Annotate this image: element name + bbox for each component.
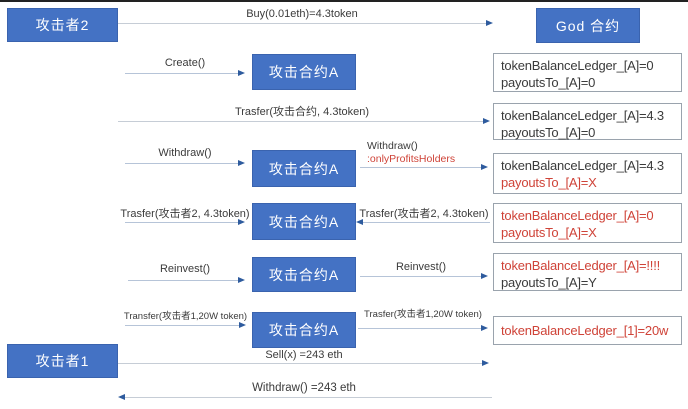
withdraw-left-arrow-label: Withdraw() <box>158 147 212 159</box>
actor-attack-contract-row4: 攻击合约A <box>252 150 356 187</box>
withdraw-left-arrowhead-icon <box>238 160 245 166</box>
transfer-attacker1-right-arrow-label: Trasfer(攻击者1,20W token) <box>364 309 482 320</box>
actor-attack-contract-row5: 攻击合约A <box>252 203 356 240</box>
ledger-box-6: tokenBalanceLedger_[1]=20w <box>493 316 682 345</box>
create-arrow-line <box>125 73 238 74</box>
actor-attack-contract-row6: 攻击合约A <box>252 257 356 292</box>
transfer-attacker1-left-arrow-label: Transfer(攻击者1,20W token) <box>123 311 248 322</box>
transfer-attacker1-right-arrowhead-icon <box>481 325 488 331</box>
ledger-line: tokenBalanceLedger_[A]=0 <box>501 208 654 223</box>
reinvest-left-arrow-label: Reinvest() <box>159 263 211 275</box>
attack-contract-label: 攻击合约A <box>268 266 340 283</box>
withdraw-eth-arrow-line <box>125 397 492 398</box>
ledger-line: payoutsTo_[A]=0 <box>501 125 596 140</box>
attack-contract-label: 攻击合约A <box>268 322 340 338</box>
only-profits-holders-guard: :onlyProfitsHolders <box>367 153 456 165</box>
ledger-line: tokenBalanceLedger_[1]=20w <box>501 323 669 338</box>
transfer-attacker2-left-arrow-line <box>125 222 238 223</box>
ledger-line: tokenBalanceLedger_[A]=4.3 <box>501 108 664 123</box>
ledger-line: tokenBalanceLedger_[A]=4.3 <box>501 158 664 173</box>
withdraw-eth-arrow-label: Withdraw() =243 eth <box>252 382 356 394</box>
reinvest-left-arrow-line <box>128 280 238 281</box>
transfer-attacker1-left-arrow-line <box>125 325 239 326</box>
transfer-contract-arrow-line <box>118 121 483 122</box>
ledger-line: tokenBalanceLedger_[A]=!!!! <box>501 258 661 273</box>
actor-god-contract-label: God 合约 <box>555 17 621 34</box>
transfer-attacker2-right-arrow-label: Trasfer(攻击者2, 4.3token) <box>359 208 489 220</box>
actor-attack-contract-row2: 攻击合约A <box>252 54 356 90</box>
transfer-contract-arrow-label: Trasfer(攻击合约, 4.3token) <box>234 106 370 118</box>
transfer-attacker2-right-arrow-line <box>363 222 490 223</box>
create-arrow-label: Create() <box>164 57 206 69</box>
ledger-line: payoutsTo_[A]=Y <box>501 275 597 290</box>
top-border-line <box>0 0 688 2</box>
transfer-attacker1-right-arrow-line <box>358 328 481 329</box>
transfer-attacker2-right-arrowhead-icon <box>356 219 363 225</box>
withdraw-right-arrow-label: Withdraw() :onlyProfitsHolders <box>367 140 455 166</box>
ledger-line: tokenBalanceLedger_[A]=0 <box>501 58 654 73</box>
sell-arrowhead-icon <box>482 360 489 366</box>
ledger-line: payoutsTo_[A]=0 <box>501 75 596 90</box>
actor-attack-contract-row7: 攻击合约A <box>252 312 356 348</box>
transfer-attacker1-left-arrowhead-icon <box>239 322 246 328</box>
create-arrowhead-icon <box>238 70 245 76</box>
withdraw-left-arrow-line <box>125 163 238 164</box>
buy-arrow-label: Buy(0.01eth)=4.3token <box>246 8 358 20</box>
ledger-box-1: tokenBalanceLedger_[A]=0 payoutsTo_[A]=0 <box>493 53 682 92</box>
actor-attacker1-label: 攻击者1 <box>35 353 90 369</box>
reinvest-right-arrow-line <box>360 276 481 277</box>
ledger-box-2: tokenBalanceLedger_[A]=4.3 payoutsTo_[A]… <box>493 103 682 140</box>
withdraw-right-label-line1: Withdraw() <box>367 140 418 152</box>
withdraw-right-arrow-line <box>360 167 481 168</box>
reinvest-left-arrowhead-icon <box>238 277 245 283</box>
actor-attacker2: 攻击者2 <box>7 8 118 42</box>
reinvest-right-arrowhead-icon <box>481 273 488 279</box>
actor-attacker2-label: 攻击者2 <box>35 17 90 33</box>
attack-contract-label: 攻击合约A <box>268 160 340 177</box>
ledger-line: payoutsTo_[A]=X <box>501 175 597 190</box>
transfer-contract-arrowhead-icon <box>483 118 490 124</box>
ledger-box-4: tokenBalanceLedger_[A]=0 payoutsTo_[A]=X <box>493 203 682 243</box>
attack-contract-label: 攻击合约A <box>268 64 340 80</box>
ledger-line: payoutsTo_[A]=X <box>501 225 597 240</box>
actor-attacker1: 攻击者1 <box>7 344 118 378</box>
reinvest-right-arrow-label: Reinvest() <box>395 261 447 273</box>
withdraw-right-arrowhead-icon <box>481 164 488 170</box>
buy-arrow-line <box>118 23 486 24</box>
ledger-box-5: tokenBalanceLedger_[A]=!!!! payoutsTo_[A… <box>493 253 682 291</box>
transfer-attacker2-left-arrow-label: Trasfer(攻击者2, 4.3token) <box>120 208 250 220</box>
attack-contract-label: 攻击合约A <box>268 213 340 230</box>
buy-arrowhead-icon <box>486 20 493 26</box>
sell-arrow-line <box>118 363 482 364</box>
withdraw-eth-arrowhead-icon <box>118 394 125 400</box>
actor-god-contract: God 合约 <box>536 8 640 43</box>
ledger-box-3: tokenBalanceLedger_[A]=4.3 payoutsTo_[A]… <box>493 153 682 194</box>
sell-arrow-label: Sell(x) =243 eth <box>265 349 343 361</box>
transfer-attacker2-left-arrowhead-icon <box>238 219 245 225</box>
